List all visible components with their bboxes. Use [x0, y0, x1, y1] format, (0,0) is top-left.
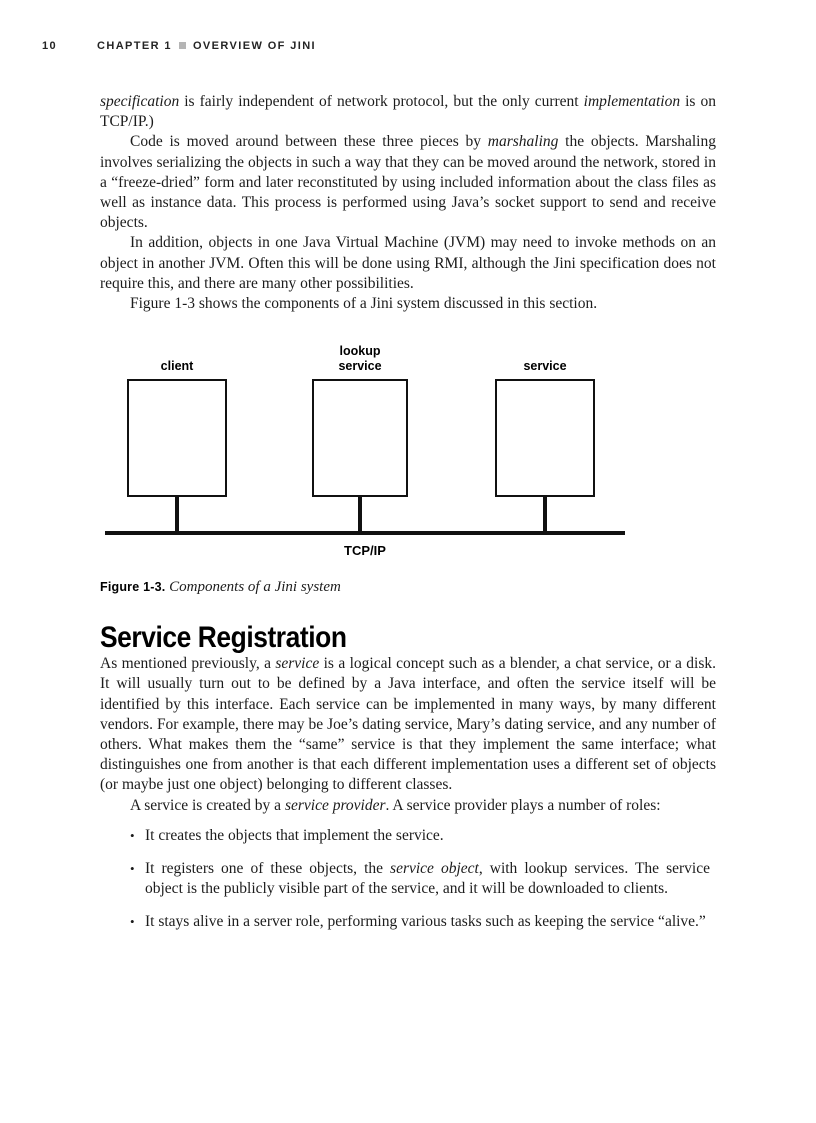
section-heading: Service Registration — [100, 621, 347, 655]
italic-term: marshaling — [487, 133, 559, 151]
paragraph-jvm: In addition, objects in one Java Virtual… — [100, 234, 716, 292]
bullet-icon: • — [130, 827, 135, 843]
client-connector-line — [175, 495, 179, 532]
service-box-label: service — [523, 359, 567, 374]
text-column: specification is fairly independent of n… — [100, 92, 716, 946]
client-box — [127, 379, 227, 498]
paragraph-figure-ref: Figure 1-3 shows the components of a Jin… — [130, 295, 598, 313]
network-bus-line — [105, 531, 625, 536]
italic-term: specification — [100, 93, 180, 110]
paragraph-marshaling: Code is moved around between these three… — [100, 133, 716, 232]
lookup-service-box — [312, 379, 408, 498]
bus-label: TCP/IP — [344, 543, 386, 559]
book-title: OVERVIEW OF JINI — [192, 40, 317, 52]
lookup-connector-line — [358, 495, 362, 532]
list-item: • It registers one of these objects, the… — [130, 859, 716, 899]
chapter-label: CHAPTER 1 — [97, 40, 172, 52]
figure-caption-title: Components of a Jini system — [169, 579, 341, 596]
paragraph-service-provider: A service is created by a service provid… — [130, 796, 661, 814]
figure-caption-number: Figure 1-3. — [100, 580, 166, 595]
italic-term: implementation — [583, 93, 681, 110]
bullet-icon: • — [130, 914, 135, 930]
bullet-icon: • — [130, 861, 135, 877]
service-connector-line — [543, 495, 547, 532]
service-provider-roles-list: • It creates the objects that implement … — [100, 826, 716, 933]
italic-term: service object — [390, 860, 479, 878]
figure-caption: Figure 1-3. Components of a Jini system — [100, 578, 716, 597]
paragraph-service-concept: As mentioned previously, a service is a … — [100, 655, 716, 794]
italic-term: service provider — [284, 796, 386, 814]
list-item: • It stays alive in a server role, perfo… — [130, 912, 716, 932]
italic-term: service — [275, 655, 320, 673]
paragraph-continuation: specification is fairly independent of n… — [100, 93, 716, 131]
list-item: • It creates the objects that implement … — [130, 826, 716, 846]
section-square-icon — [178, 42, 186, 50]
page-number: 10 — [42, 40, 58, 52]
service-box — [495, 379, 595, 498]
client-box-label: client — [160, 359, 194, 374]
running-head: CHAPTER 1 OVERVIEW OF JINI — [97, 40, 316, 52]
